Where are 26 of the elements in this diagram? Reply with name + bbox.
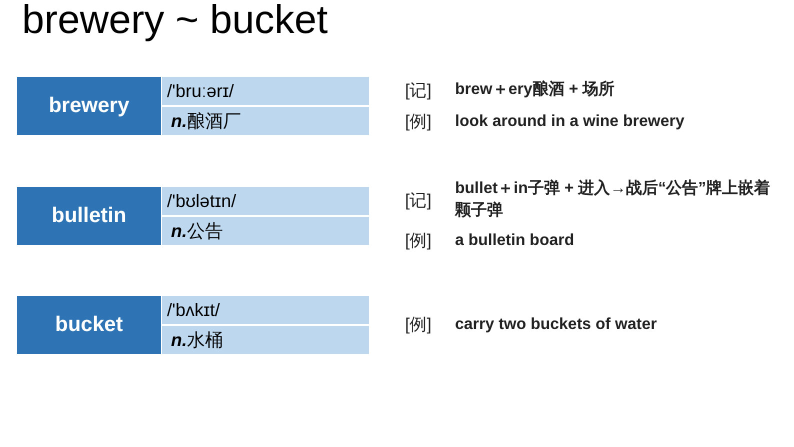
headword: bulletin (17, 187, 161, 245)
definition: 水桶 (187, 328, 223, 352)
note-tag: [例] (405, 228, 455, 254)
part-of-speech: n. (171, 328, 187, 352)
headword: brewery (17, 77, 161, 135)
definition: 酿酒厂 (187, 110, 241, 132)
word-card (17, 77, 369, 135)
note-text: carry two buckets of water (455, 315, 658, 335)
definition: 公告 (187, 220, 223, 242)
word-card (17, 187, 369, 245)
part-of-speech: n. (171, 110, 187, 132)
note-tag: [例] (405, 312, 455, 338)
phonetic: /'bʊlətɪn/ (162, 187, 369, 215)
part-of-speech: n. (171, 220, 187, 242)
note-tag: [记] (405, 188, 455, 213)
phonetic: /'bʌkɪt/ (162, 296, 369, 324)
title: brewery ~ bucket (22, 0, 328, 44)
headword: bucket (17, 296, 161, 354)
note-text: brew＋ery酿酒 + 场所 (455, 79, 616, 100)
note-tag: [记] (405, 78, 455, 103)
phonetic: /'bruːərɪ/ (162, 77, 369, 105)
note-tag: [例] (405, 109, 455, 134)
word-card (17, 296, 369, 354)
note-text: bullet＋in子弹 + 进入→战后“公告”牌上嵌着颗子弹 (455, 178, 772, 222)
note-text: look around in a wine brewery (455, 112, 686, 132)
note-text: a bulletin board (455, 231, 576, 251)
